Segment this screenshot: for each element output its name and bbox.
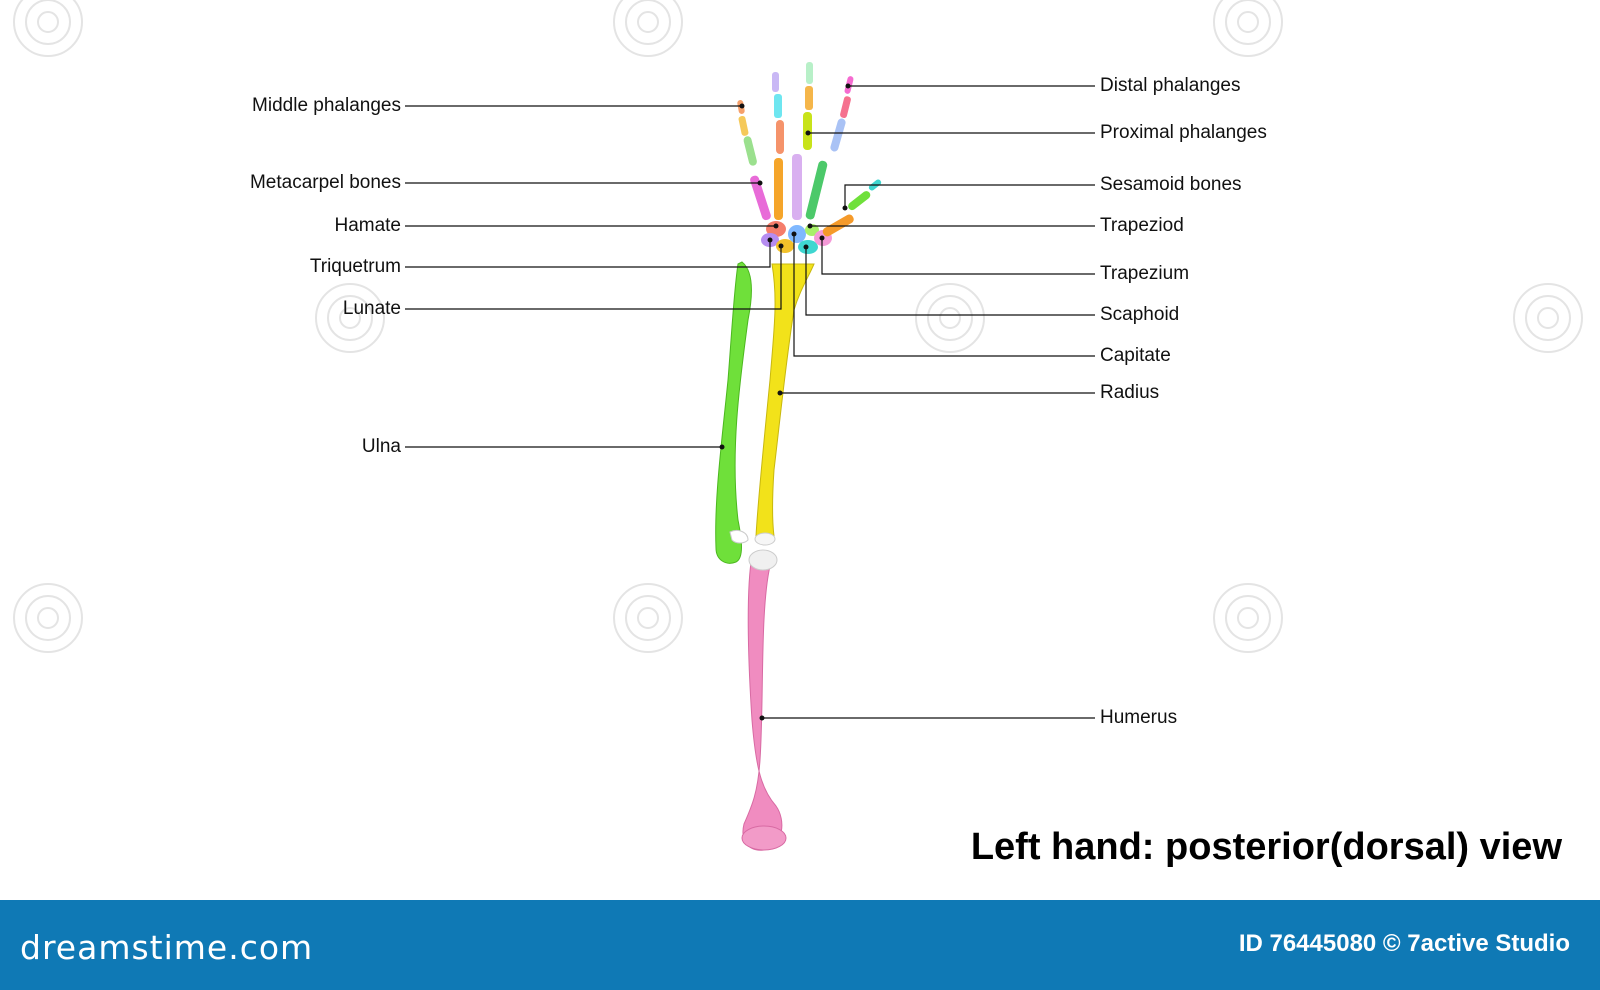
humerus-distal-end: [741, 825, 787, 851]
pointer-dot: [842, 205, 848, 211]
pointer-dot: [719, 444, 725, 450]
label-distal-phalanges: Distal phalanges: [1100, 75, 1241, 96]
metacarpal-5: [750, 175, 771, 221]
pointer-dot: [767, 237, 773, 243]
distal-phalanx-3: [806, 62, 813, 84]
label-middle-phalanges: Middle phalanges: [252, 95, 401, 116]
leader-scaphoid: [805, 247, 1095, 316]
diagram-title: Left hand: posterior(dorsal) view: [970, 826, 1562, 868]
ulna-proximal-notch: [729, 529, 749, 544]
radius-distal-end: [754, 532, 776, 546]
pointer-dot: [805, 130, 811, 136]
arm-bones: [405, 62, 1095, 851]
metacarpal-2: [805, 160, 828, 220]
proximal-phalanx-5: [743, 136, 757, 166]
brand-logo[interactable]: dreamstime.com: [20, 928, 314, 967]
anatomy-diagram: Middle phalanges Metacarpel bones Hamate…: [13, 0, 1583, 868]
hamate-bone: [766, 221, 786, 237]
watermark-swirl-icon: [315, 283, 385, 353]
label-hamate: Hamate: [334, 215, 401, 236]
metacarpal-3: [792, 154, 802, 220]
pointer-dot: [845, 83, 851, 89]
humerus-bone: [742, 555, 783, 851]
pointer-dot: [759, 715, 765, 721]
proximal-phalanx-1: [848, 191, 871, 211]
capitate-bone: [788, 225, 806, 243]
label-trapezoid: Trapeziod: [1100, 215, 1184, 236]
watermark-layer: [13, 0, 1583, 653]
humerus-head: [748, 549, 778, 571]
leader-lunate: [405, 246, 782, 310]
label-sesamoid-bones: Sesamoid bones: [1100, 174, 1242, 195]
middle-phalanx-3: [805, 86, 813, 110]
label-ulna: Ulna: [361, 436, 401, 457]
pointer-dot: [819, 235, 825, 241]
footer-bar: dreamstime.com ID 76445080 © 7active Stu…: [0, 900, 1600, 990]
label-proximal-phalanges: Proximal phalanges: [1100, 122, 1267, 143]
ulna-bone: [715, 261, 752, 564]
watermark-swirl-icon: [1213, 583, 1283, 653]
pointer-dot: [777, 390, 783, 396]
label-triquetrum: Triquetrum: [309, 256, 401, 277]
watermark-swirl-icon: [613, 0, 683, 57]
watermark-swirl-icon: [915, 283, 985, 353]
leader-sesamoid-bones: [844, 184, 1095, 208]
radius-bone: [755, 263, 815, 541]
metacarpal-4: [774, 158, 783, 220]
middle-phalanx-2: [840, 96, 851, 119]
watermark-swirl-icon: [13, 583, 83, 653]
watermark-swirl-icon: [1213, 0, 1283, 57]
label-scaphoid: Scaphoid: [1100, 304, 1180, 325]
distal-phalanx-4: [772, 72, 779, 92]
watermark-swirl-icon: [13, 0, 83, 57]
image-credit: ID 76445080 © 7active Studio: [1238, 930, 1570, 957]
pointer-dot: [791, 231, 797, 237]
watermark-swirl-icon: [613, 583, 683, 653]
pointer-dot: [757, 180, 763, 186]
middle-phalanx-4: [774, 94, 782, 118]
leader-trapezium: [821, 238, 1095, 275]
pointer-dot: [773, 223, 779, 229]
middle-phalanx-5: [738, 115, 749, 136]
label-capitate: Capitate: [1100, 345, 1171, 366]
label-lunate: Lunate: [342, 298, 401, 319]
pointer-dot: [807, 223, 813, 229]
proximal-phalanx-2: [830, 118, 846, 152]
watermark-swirl-icon: [1513, 283, 1583, 353]
label-radius: Radius: [1100, 382, 1160, 403]
pointer-dot: [778, 243, 784, 249]
pointer-dot: [739, 103, 745, 109]
leader-capitate: [793, 234, 1095, 357]
label-trapezium: Trapezium: [1100, 263, 1190, 284]
leader-triquetrum: [405, 240, 771, 268]
label-humerus: Humerus: [1100, 707, 1178, 728]
pointer-dot: [803, 244, 809, 250]
label-metacarpal-bones: Metacarpel bones: [249, 172, 401, 193]
proximal-phalanx-4: [776, 120, 784, 154]
